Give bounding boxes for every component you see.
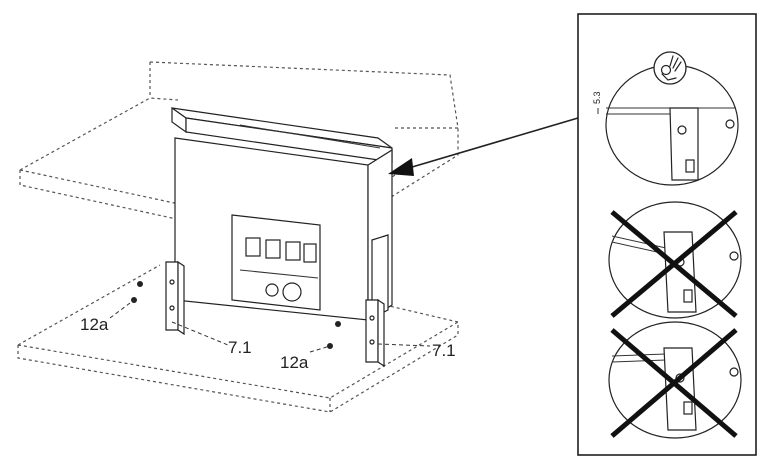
- detail-arrow: [388, 117, 579, 176]
- label-12a-left: 12a: [80, 315, 109, 334]
- downdraft-unit: [171, 106, 393, 322]
- label-12a-right: 12a: [280, 353, 309, 372]
- cabinet-floor-outline: [17, 264, 459, 413]
- label-7-1-right: 7.1: [432, 341, 456, 360]
- detail-correct: 5.3: [592, 51, 739, 186]
- gap-dimension: 5.3: [592, 91, 602, 104]
- detail-wrong-2: [608, 321, 742, 439]
- leader-lines: [109, 299, 431, 353]
- bracket-left: [165, 260, 185, 336]
- cross-icon: [610, 210, 738, 318]
- label-7-1-left: 7.1: [228, 338, 252, 357]
- screws: [131, 281, 341, 349]
- detail-wrong-1: [608, 201, 742, 319]
- ok-hand-icon: [653, 51, 687, 85]
- bracket-right: [365, 298, 385, 368]
- cross-icon: [610, 328, 738, 438]
